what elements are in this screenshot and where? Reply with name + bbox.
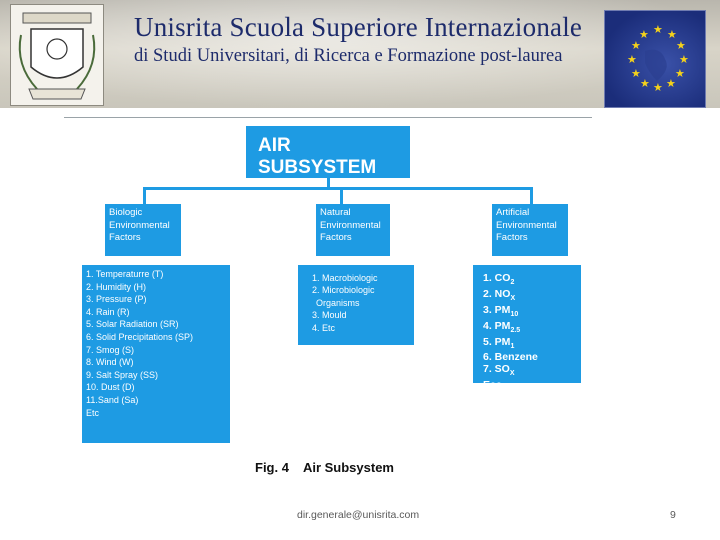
- svg-text:★: ★: [667, 28, 677, 41]
- eu-flag-image: ★★★ ★★★ ★★★ ★★★: [604, 10, 706, 108]
- svg-text:★: ★: [675, 67, 685, 80]
- list-item: Ecc.: [483, 379, 505, 392]
- unisrita-logo: [10, 4, 104, 106]
- list-box-natural: 1. Macrobiologic 2. Microbiologic Organi…: [298, 265, 414, 345]
- list-item: 3. Pressure (P): [86, 294, 147, 305]
- svg-text:★: ★: [631, 39, 641, 52]
- footer-email: dir.generale@unisrita.com: [297, 509, 420, 521]
- svg-text:★: ★: [653, 81, 663, 94]
- figure-title: Air Subsystem: [302, 460, 394, 475]
- list-item: 8. Wind (W): [86, 357, 134, 368]
- category-box-biologic: Biologic Environmental Factors: [105, 204, 181, 256]
- figure-caption: Fig. 4 Air Subsystem: [255, 460, 394, 475]
- list-item: 1. Macrobiologic: [312, 273, 378, 283]
- header-banner: Unisrita Scuola Superiore Internazionale…: [0, 0, 720, 108]
- svg-text:★: ★: [653, 23, 663, 36]
- list-item: 6. Benzene: [483, 351, 538, 364]
- list-item: 1. CO2: [483, 272, 515, 287]
- list-item: 2. NOX: [483, 287, 516, 302]
- connector-middle-down: [340, 187, 343, 204]
- list-item: Etc: [86, 407, 100, 418]
- svg-text:★: ★: [631, 67, 641, 80]
- list-item: Organisms: [316, 297, 360, 308]
- connector-right-down: [530, 187, 533, 204]
- svg-text:★: ★: [666, 77, 676, 90]
- list-item: 11.Sand (Sa): [86, 394, 139, 405]
- list-item: 5. Solar Radiation (SR): [86, 319, 179, 330]
- list-item: 4. PM2.5: [483, 319, 521, 334]
- svg-text:★: ★: [640, 77, 650, 90]
- banner-title: Unisrita Scuola Superiore Internazionale: [134, 12, 583, 42]
- connector-horizontal: [143, 187, 532, 190]
- list-item: 3. Mould: [312, 310, 347, 321]
- list-item: 7. SOX: [483, 363, 515, 378]
- list-item: 9. Salt Spray (SS): [86, 369, 159, 380]
- list-item: 10. Dust (D): [86, 382, 135, 393]
- diagram-root-box: AIR SUBSYSTEM: [246, 126, 410, 178]
- list-item: 6. Solid Precipitations (SP): [86, 331, 194, 342]
- category-box-natural: Natural Environmental Factors: [316, 204, 390, 256]
- list-item: 2. Humidity (H): [86, 281, 147, 292]
- list-box-biologic: 1. Temperaturre (T) 2. Humidity (H) 3. P…: [82, 265, 230, 443]
- page-number: 9: [670, 509, 676, 521]
- connector-root-down: [327, 178, 330, 189]
- banner-subtitle: di Studi Universitari, di Ricerca e Form…: [134, 46, 563, 66]
- list-item: 4. Rain (R): [86, 306, 130, 317]
- list-box-artificial: 1. CO2 2. NOX 3. PM10 4. PM2.5 5. PM1 6.…: [473, 265, 581, 391]
- divider-line: [64, 117, 592, 118]
- list-item: 5. PM1: [483, 335, 515, 350]
- figure-number: Fig. 4: [255, 460, 289, 475]
- svg-text:★: ★: [679, 53, 689, 66]
- banner-background: [0, 0, 720, 108]
- list-item: 2. Microbiologic: [312, 285, 375, 296]
- category-box-artificial: Artificial Environmental Factors: [492, 204, 568, 256]
- svg-text:★: ★: [676, 39, 686, 52]
- connector-left-down: [143, 187, 146, 204]
- list-item: 7. Smog (S): [86, 344, 135, 355]
- list-item: 3. PM10: [483, 303, 519, 318]
- svg-text:★: ★: [627, 53, 637, 66]
- list-item: 1. Temperaturre (T): [86, 269, 164, 279]
- list-item: 4. Etc: [312, 322, 336, 333]
- svg-text:★: ★: [639, 28, 649, 41]
